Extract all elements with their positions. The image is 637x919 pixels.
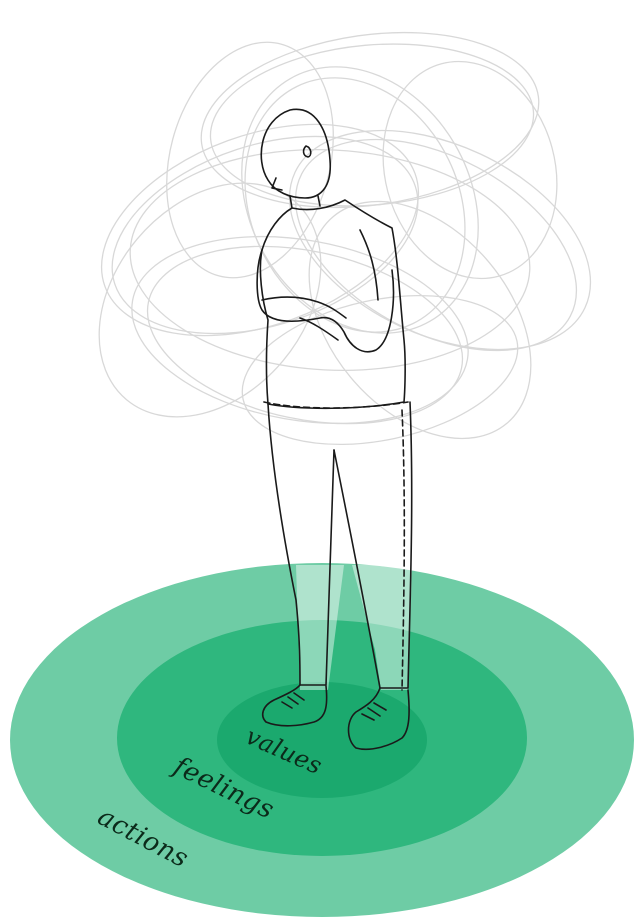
thought-scribble bbox=[54, 12, 625, 481]
